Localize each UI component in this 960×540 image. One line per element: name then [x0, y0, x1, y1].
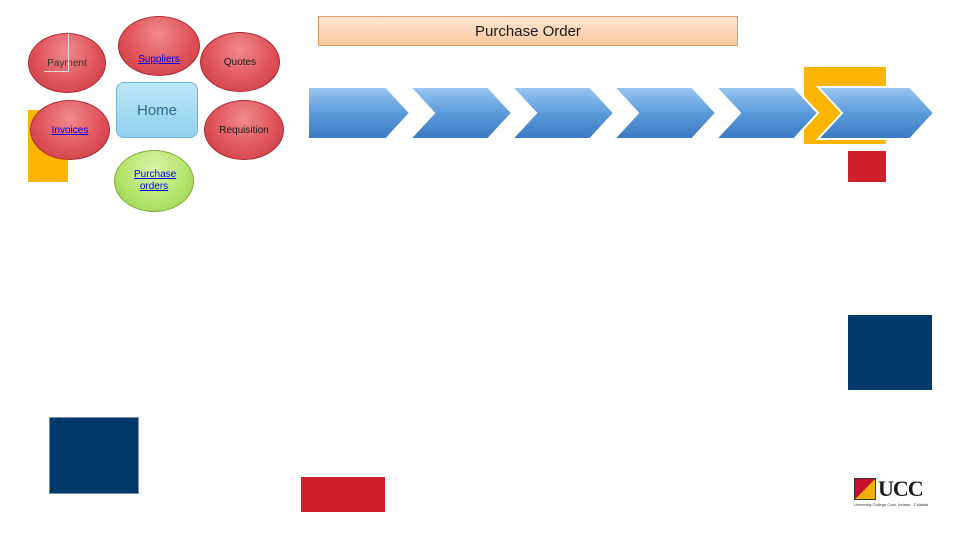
ucc-logo: UCC University College Cork, Ireland · C…: [852, 476, 928, 512]
process-step-3: [509, 86, 616, 140]
invoices-bubble[interactable]: Invoices: [30, 100, 110, 160]
payment-label: Payment: [47, 57, 87, 69]
page-title: Purchase Order: [475, 22, 581, 40]
home-button[interactable]: Home: [116, 82, 198, 138]
red-block-right: [848, 151, 886, 182]
ucc-crest-icon: [854, 478, 876, 500]
purchase-orders-bubble[interactable]: Purchase orders: [114, 150, 194, 212]
requisition-label: Requisition: [219, 124, 269, 136]
requisition-bubble[interactable]: Requisition: [204, 100, 284, 160]
ucc-logo-text: UCC: [878, 476, 924, 501]
purchase-orders-link[interactable]: Purchase orders: [134, 169, 177, 192]
process-step-2: [407, 86, 514, 140]
suppliers-bubble[interactable]: Suppliers: [118, 16, 200, 76]
process-chevron-bar: [307, 86, 936, 140]
navy-block-left: [49, 417, 139, 494]
quotes-label: Quotes: [223, 56, 257, 68]
process-step-1: [307, 86, 412, 140]
payment-corner-mark: [44, 33, 69, 72]
suppliers-link[interactable]: Suppliers: [138, 53, 180, 65]
process-step-4: [611, 86, 718, 140]
payment-bubble[interactable]: Payment: [28, 33, 106, 93]
navy-block-right: [848, 315, 932, 390]
process-step-5: [713, 86, 820, 140]
quotes-bubble[interactable]: Quotes: [200, 32, 280, 92]
red-block-bottom: [301, 477, 385, 512]
home-label: Home: [136, 101, 177, 119]
process-step-6: [815, 86, 936, 140]
invoices-link[interactable]: Invoices: [51, 124, 89, 136]
ucc-logo-tagline: University College Cork, Ireland · Colái…: [854, 502, 928, 507]
page-title-banner: Purchase Order: [318, 16, 738, 46]
